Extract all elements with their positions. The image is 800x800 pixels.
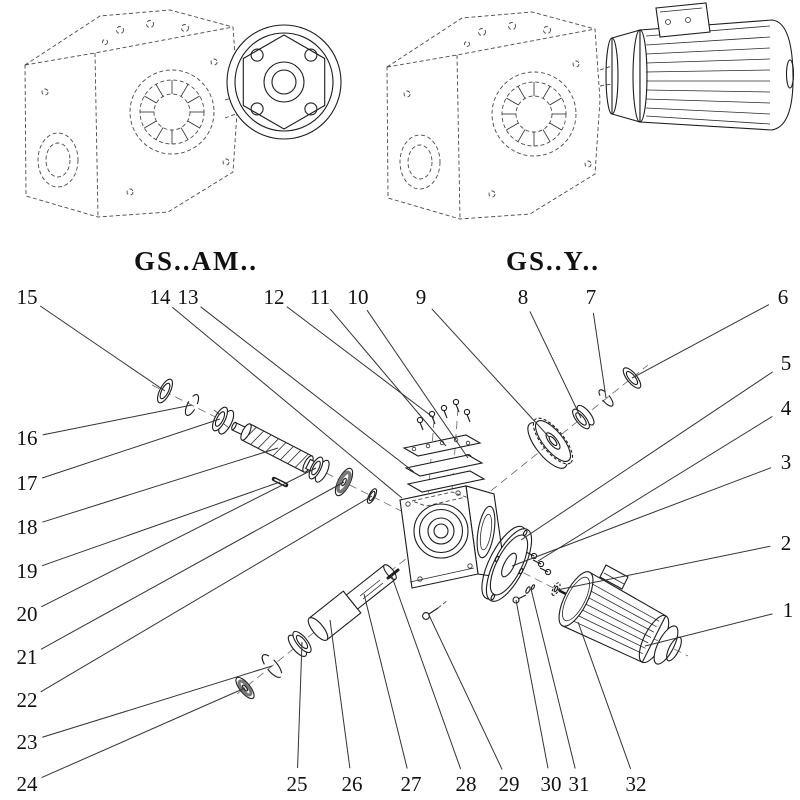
exploded-view bbox=[151, 364, 689, 700]
leader-line-5 bbox=[520, 371, 773, 541]
part-number-11: 11 bbox=[310, 285, 330, 309]
part-number-21: 21 bbox=[17, 645, 38, 669]
part-number-14: 14 bbox=[150, 285, 172, 309]
motor-terminal-box bbox=[599, 564, 629, 590]
leader-line-30 bbox=[515, 599, 549, 769]
leader-line-2 bbox=[556, 545, 771, 591]
terminal-box bbox=[655, 2, 711, 38]
part-oil-seal-25 bbox=[287, 630, 312, 657]
spline-hatch bbox=[502, 82, 566, 146]
leader-line-1 bbox=[644, 613, 773, 647]
leader-line-15 bbox=[39, 305, 166, 392]
part-number-27: 27 bbox=[401, 772, 422, 796]
part-screw-29 bbox=[422, 599, 449, 620]
leader-line-3 bbox=[511, 467, 772, 567]
leader-line-9 bbox=[431, 308, 550, 438]
part-number-12: 12 bbox=[264, 285, 285, 309]
gearbox-motor-view bbox=[386, 2, 795, 220]
leader-line-24 bbox=[41, 687, 246, 779]
part-number-4: 4 bbox=[781, 396, 792, 420]
leader-line-7 bbox=[592, 312, 607, 399]
leader-line-32 bbox=[577, 621, 632, 770]
part-number-10: 10 bbox=[348, 285, 369, 309]
part-number-26: 26 bbox=[342, 772, 363, 796]
part-bolt-30 bbox=[512, 594, 527, 604]
part-number-13: 13 bbox=[178, 285, 199, 309]
part-output-shaft bbox=[307, 564, 400, 641]
leader-line-16 bbox=[42, 404, 193, 436]
leader-line-26 bbox=[329, 619, 351, 769]
leader-line-27 bbox=[363, 593, 408, 769]
part-number-32: 32 bbox=[626, 772, 647, 796]
part-bearing-17 bbox=[212, 406, 235, 435]
leader-line-17 bbox=[42, 418, 221, 479]
part-screws-4 bbox=[525, 551, 552, 576]
leader-line-20 bbox=[41, 467, 317, 608]
cover-screws-12 bbox=[416, 398, 471, 431]
part-number-5: 5 bbox=[781, 351, 792, 375]
leader-line-23 bbox=[42, 665, 273, 738]
part-number-30: 30 bbox=[541, 772, 562, 796]
part-number-15: 15 bbox=[17, 285, 38, 309]
spline-hatch bbox=[140, 80, 204, 144]
leader-line-19 bbox=[41, 481, 281, 567]
leader-line-14 bbox=[171, 306, 403, 499]
part-bearing-8 bbox=[572, 404, 595, 430]
part-snap-ring-16 bbox=[184, 394, 200, 416]
variant-label-am: GS..AM.. bbox=[134, 246, 258, 276]
exploded-motor bbox=[558, 564, 682, 665]
leader-line-12 bbox=[286, 306, 435, 419]
part-number-22: 22 bbox=[17, 688, 38, 712]
part-number-2: 2 bbox=[781, 531, 792, 555]
part-number-28: 28 bbox=[456, 772, 477, 796]
leader-line-21 bbox=[40, 481, 345, 650]
part-number-7: 7 bbox=[586, 285, 597, 309]
part-gear-9 bbox=[527, 417, 574, 469]
housing bbox=[399, 485, 507, 589]
part-snap-ring-7 bbox=[598, 389, 614, 407]
part-number-23: 23 bbox=[17, 730, 38, 754]
leader-line-28 bbox=[390, 573, 462, 770]
part-number-3: 3 bbox=[781, 450, 792, 474]
part-number-6: 6 bbox=[778, 285, 789, 309]
part-number-9: 9 bbox=[416, 285, 427, 309]
part-number-18: 18 bbox=[17, 515, 38, 539]
part-number-29: 29 bbox=[499, 772, 520, 796]
gasket-14 bbox=[406, 470, 486, 493]
leader-line-25 bbox=[297, 641, 303, 769]
leader-line-31 bbox=[530, 588, 576, 769]
part-key-28 bbox=[386, 568, 400, 580]
gasket-13 bbox=[404, 454, 484, 477]
part-number-19: 19 bbox=[17, 559, 38, 583]
electric-motor bbox=[605, 2, 795, 131]
part-washers-31 bbox=[525, 584, 536, 594]
leader-line-29 bbox=[427, 612, 503, 770]
leader-line-6 bbox=[631, 304, 770, 379]
part-number-24: 24 bbox=[17, 772, 39, 796]
leader-line-18 bbox=[42, 447, 279, 523]
leader-line-13 bbox=[200, 306, 415, 473]
leader-line-8 bbox=[529, 311, 582, 419]
variant-label-y: GS..Y.. bbox=[506, 246, 600, 276]
leader-line-10 bbox=[366, 309, 469, 459]
output-flange bbox=[226, 24, 342, 140]
part-number-25: 25 bbox=[287, 772, 308, 796]
cover-plate-11 bbox=[402, 434, 482, 457]
part-number-8: 8 bbox=[518, 285, 529, 309]
part-number-17: 17 bbox=[17, 471, 38, 495]
part-number-1: 1 bbox=[783, 598, 794, 622]
leader-line-22 bbox=[40, 495, 373, 693]
part-number-16: 16 bbox=[17, 426, 38, 450]
gearbox-flange-view bbox=[24, 9, 342, 218]
part-number-31: 31 bbox=[569, 772, 590, 796]
part-flange-3 bbox=[481, 525, 533, 602]
leader-line-4 bbox=[537, 415, 773, 562]
part-number-20: 20 bbox=[17, 602, 38, 626]
leader-line-11 bbox=[329, 308, 447, 447]
